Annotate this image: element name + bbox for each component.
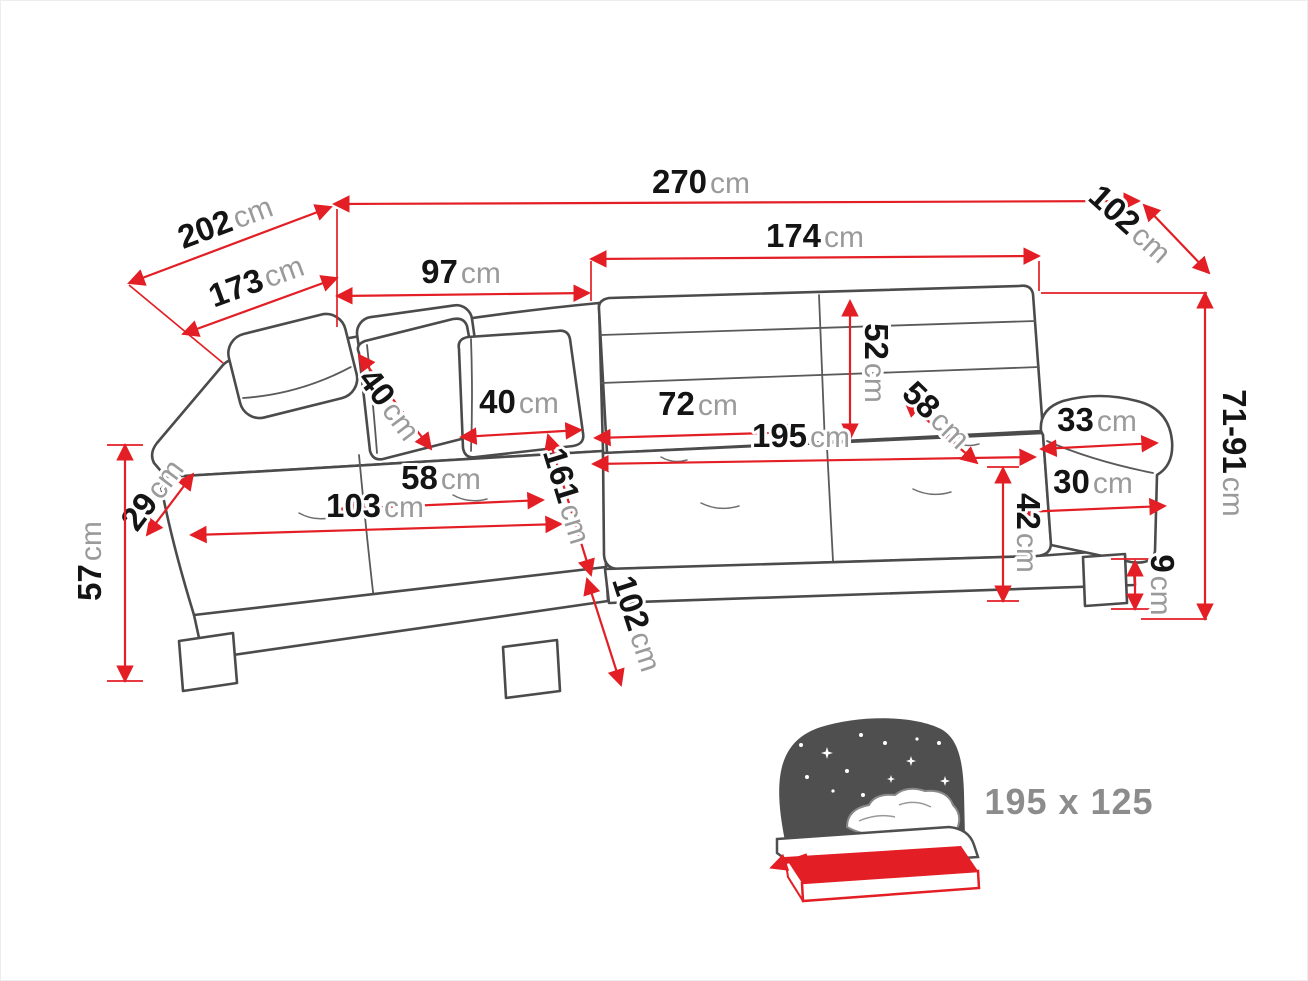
dim-label-71-91: 71-91cm <box>1216 389 1253 516</box>
headrest-crease <box>242 366 352 399</box>
backrest-seam-upper <box>600 320 1036 336</box>
leg-front-right <box>1081 552 1129 608</box>
icon-duvet-folds <box>858 801 932 822</box>
extension-line <box>128 284 224 364</box>
dim-label-42: 42cm <box>1010 493 1047 573</box>
headrest <box>227 312 359 420</box>
sofa-outline-drawing <box>150 284 1174 700</box>
leg-front-middle <box>501 638 562 700</box>
dim-line-33 <box>1039 435 1159 457</box>
dim-line-202 <box>127 204 333 286</box>
dim-line-173 <box>181 275 339 337</box>
backrest-seam-vertical <box>818 294 826 446</box>
dim-line-58-seat <box>339 491 545 518</box>
dim-line-29 <box>145 472 195 537</box>
tuft-detail <box>700 502 740 510</box>
icon-open-arrow <box>769 853 808 871</box>
dimension-57: 57cm <box>68 443 134 683</box>
dimension-42: 42cm <box>994 466 1050 603</box>
dimension-52: 52cm <box>841 299 898 441</box>
dim-label-52: 52cm <box>858 323 895 403</box>
dim-line-103 <box>189 515 563 544</box>
dim-line-58-back <box>903 399 979 465</box>
dim-label-102-top: 102cm <box>1082 177 1180 270</box>
dimension-71-91: 71-91cm <box>1196 291 1256 621</box>
dim-line-102-top <box>1142 203 1211 275</box>
dimension-9: 9cm <box>1126 551 1184 619</box>
dim-line-270 <box>332 192 1141 213</box>
tuft-detail <box>912 488 952 496</box>
dim-line-30 <box>1021 497 1167 521</box>
icon-storage-front <box>800 869 981 903</box>
dimension-102-top: 102cm <box>1079 174 1211 275</box>
dim-line-174 <box>589 247 1041 268</box>
dim-line-102-front <box>583 577 625 687</box>
sofa-bed-storage-icon <box>769 718 981 903</box>
dim-label-202: 202cm <box>173 187 278 256</box>
sleeping-area-size: 195 x 125 <box>984 781 1153 822</box>
dim-line-40-pillow <box>357 353 433 451</box>
backrest-seam-lower <box>600 366 1040 384</box>
dim-label-9: 9cm <box>1144 554 1181 615</box>
pillow-2-crease <box>470 338 473 452</box>
leg-front-left <box>177 631 239 693</box>
dim-line-72 <box>593 423 805 447</box>
dim-label-173: 173cm <box>204 246 309 314</box>
dim-line-97 <box>335 284 591 305</box>
dim-line-161 <box>544 433 595 577</box>
dim-label-57: 57cm <box>71 521 108 601</box>
dim-line-40-seat <box>459 422 583 445</box>
